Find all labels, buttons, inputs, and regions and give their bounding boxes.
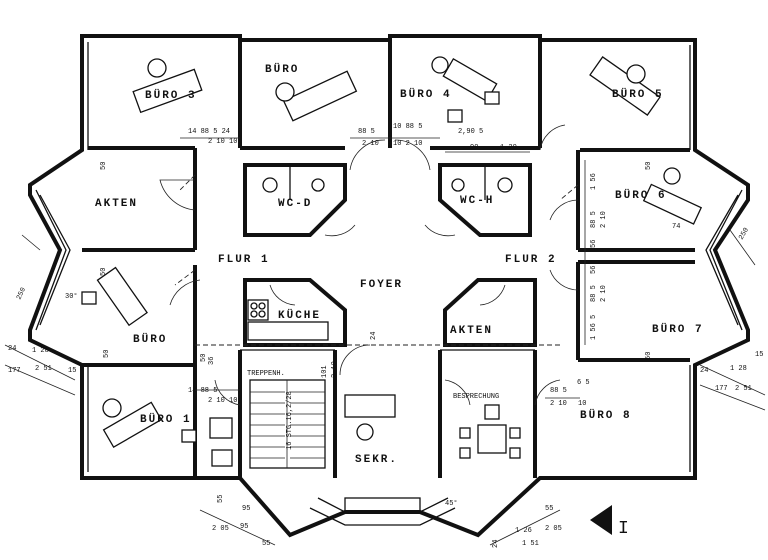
dimension-lines xyxy=(4,137,766,546)
dim-bottom-left-1: 14 88 5 xyxy=(188,387,217,395)
dim-88-5-c: 88 5 xyxy=(590,285,598,302)
dim-top-left-1: 14 88 5 24 xyxy=(188,128,230,136)
dim-156-a: 1 56 xyxy=(590,173,598,190)
dim-251-right: 2 51 xyxy=(735,385,752,393)
dim-126: 1 26 xyxy=(515,527,532,535)
dim-120: 1 20 xyxy=(500,144,517,152)
dim-90: 90 xyxy=(470,144,478,152)
dim-10-88-5: 10 88 5 xyxy=(393,123,422,131)
dim-205-a: 2 05 xyxy=(212,525,229,533)
dim-88-5-b: 88 5 xyxy=(590,211,598,228)
dim-210-c: 2 10 xyxy=(600,285,608,302)
dim-50-e: 50 xyxy=(645,352,653,360)
dim-210-e: 2 10 xyxy=(550,400,567,408)
label-besprechung: BESPRECHUNG xyxy=(453,393,499,401)
angle-45: 45° xyxy=(445,499,458,508)
dim-50-c: 50 xyxy=(645,162,653,170)
dim-101: 101 xyxy=(321,365,329,378)
section-marker-label: I xyxy=(618,519,629,539)
label-buero-6: BÜRO 6 xyxy=(615,189,667,202)
dim-88-5-d: 88 5 xyxy=(550,387,567,395)
label-buero-8: BÜRO 8 xyxy=(580,409,632,422)
dim-50-b: 50 xyxy=(100,268,108,276)
dim-10-210: 10 2 10 xyxy=(393,140,422,148)
dim-290-5: 2,90 5 xyxy=(458,128,483,136)
dim-210-b: 2 10 xyxy=(600,211,608,228)
dim-250-left: 250 xyxy=(15,286,28,301)
label-akten-right: AKTEN xyxy=(450,325,493,337)
interior-walls xyxy=(82,40,695,478)
dim-95-a: 95 xyxy=(242,505,250,513)
stair-treads xyxy=(249,379,326,469)
dim-128-right: 1 28 xyxy=(730,365,747,373)
dim-95-b: 95 xyxy=(240,523,248,531)
dim-177-right: 177 xyxy=(715,385,728,393)
dim-24-mid: 24 xyxy=(370,332,378,340)
label-wc-d: WC-D xyxy=(278,198,312,210)
dim-55-a: 55 xyxy=(217,495,225,503)
dim-88-5-a: 88 5 xyxy=(358,128,375,136)
dim-56-b: 56 xyxy=(590,266,598,274)
dim-250-right: 250 xyxy=(738,227,751,242)
dim-74: 74 xyxy=(672,223,680,231)
dim-205-b: 2 05 xyxy=(545,525,562,533)
door-swings xyxy=(159,124,579,406)
label-buero-7: BÜRO 7 xyxy=(652,323,704,336)
dim-15-right: 15 xyxy=(755,351,763,359)
label-wc-h: WC-H xyxy=(460,195,494,207)
dim-210-a: 2 10 xyxy=(362,140,379,148)
label-foyer: FOYER xyxy=(360,279,403,291)
label-treppenhaus: TREPPENH. xyxy=(247,370,285,378)
furniture xyxy=(81,56,703,535)
label-buero-3: BÜRO 3 xyxy=(145,89,197,102)
label-flur-1: FLUR 1 xyxy=(218,254,270,266)
dim-151: 1 51 xyxy=(522,540,539,548)
dim-6-5: 6 5 xyxy=(577,379,590,387)
label-buero-5: BÜRO 5 xyxy=(612,88,664,101)
dim-56-a: 56 xyxy=(590,240,598,248)
label-flur-2: FLUR 2 xyxy=(505,254,557,266)
dim-bottom-left-2: 2 10 10 xyxy=(208,397,237,405)
dim-10-e: 10 xyxy=(578,400,586,408)
label-sekr: SEKR. xyxy=(355,454,398,466)
dim-top-left-2: 2 10 10 xyxy=(208,138,237,146)
dim-24-right: 24 xyxy=(700,367,708,375)
dim-128-left: 1 28 xyxy=(32,347,49,355)
outer-walls xyxy=(28,34,750,538)
dim-36: 36 xyxy=(208,357,216,365)
dim-210-d: 2 10 xyxy=(331,361,339,378)
label-akten-left: AKTEN xyxy=(95,198,138,210)
dim-15-left: 15 xyxy=(68,367,76,375)
label-kueche: KÜCHE xyxy=(278,309,321,322)
label-stair-steps: 16 STG.16,2/28 xyxy=(286,391,294,450)
dim-50-d: 50 xyxy=(103,350,111,358)
dim-24-bottom: 24 xyxy=(492,540,500,548)
label-buero-1: BÜRO 1 xyxy=(140,413,192,426)
label-buero-4: BÜRO 4 xyxy=(400,88,452,101)
label-buero: BÜRO xyxy=(265,63,299,76)
dim-50-f: 50 xyxy=(200,354,208,362)
dim-156-b: 1 56 5 xyxy=(590,315,598,340)
room-labels: BÜRO 3 BÜRO BÜRO 4 BÜRO 5 BÜRO 6 BÜRO 7 … xyxy=(95,63,704,466)
dim-177-left: 177 xyxy=(8,367,21,375)
dim-251-left: 2 51 xyxy=(35,365,52,373)
dim-50-a: 50 xyxy=(100,162,108,170)
dim-55-b: 55 xyxy=(262,540,270,548)
angle-30: 30° xyxy=(65,292,78,301)
label-buero-left: BÜRO xyxy=(133,333,167,346)
dim-55-c: 55 xyxy=(545,505,553,513)
